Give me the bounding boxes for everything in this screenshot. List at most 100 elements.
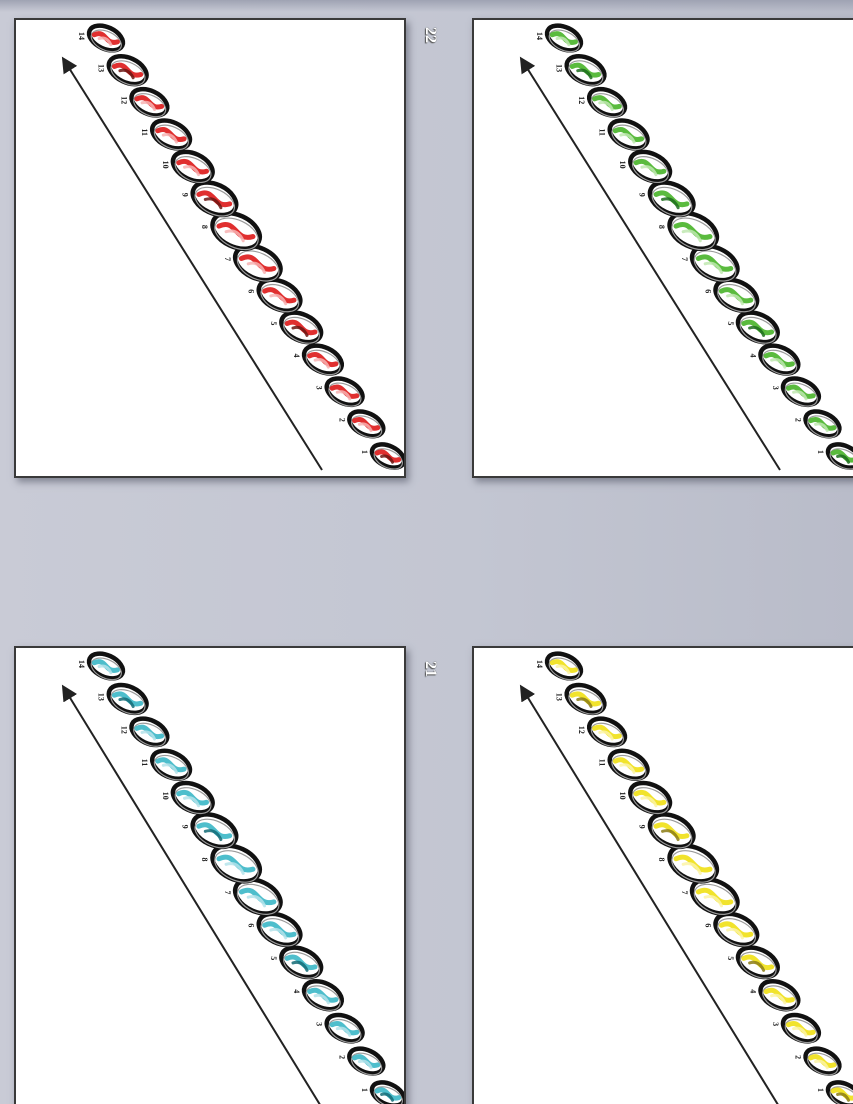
tick-label-3: 3 (771, 386, 780, 390)
tick-label-7: 7 (223, 257, 232, 261)
tick-label-9: 9 (638, 825, 647, 829)
tick-label-12: 12 (119, 726, 128, 734)
tick-label-5: 5 (726, 321, 735, 325)
tick-label-14: 14 (77, 32, 86, 40)
ring-11 (605, 115, 652, 155)
ring-3 (778, 1010, 823, 1048)
tick-label-1: 1 (816, 450, 825, 454)
ring-1 (368, 1078, 406, 1104)
ring-4 (299, 340, 346, 380)
tick-label-13: 13 (97, 64, 106, 72)
tick-label-7: 7 (223, 890, 232, 894)
tick-label-14: 14 (535, 32, 544, 40)
slide-yellow-figure: 1234567891011121314 (474, 648, 853, 1104)
ring-2 (345, 406, 387, 442)
tick-label-5: 5 (269, 956, 278, 960)
tick-label-2: 2 (337, 1055, 346, 1059)
ring-5 (276, 307, 325, 349)
tick-label-5: 5 (726, 956, 735, 960)
ring-3 (322, 373, 367, 411)
ring-14 (85, 649, 127, 685)
tick-label-10: 10 (618, 792, 627, 800)
tick-label-6: 6 (703, 923, 712, 927)
tick-label-9: 9 (180, 193, 189, 197)
slide-number-21: 21 (421, 661, 439, 677)
ring-11 (147, 115, 194, 155)
tick-label-12: 12 (577, 96, 586, 104)
tick-label-6: 6 (247, 923, 256, 927)
ring-3 (778, 373, 823, 411)
ring-14 (85, 21, 127, 57)
tick-label-13: 13 (555, 693, 564, 701)
ring-12 (585, 713, 630, 751)
ring-2 (345, 1044, 387, 1080)
tick-label-6: 6 (703, 289, 712, 293)
ring-13 (104, 679, 151, 719)
ring-2 (801, 1044, 843, 1080)
tick-label-2: 2 (793, 418, 802, 422)
axis-arrow (522, 60, 780, 470)
tick-label-10: 10 (161, 792, 170, 800)
ring-4 (299, 976, 346, 1016)
top-shadow (0, 0, 853, 12)
tick-label-8: 8 (200, 858, 209, 862)
ring-13 (562, 679, 609, 719)
tick-label-7: 7 (680, 257, 689, 261)
tick-label-3: 3 (315, 386, 324, 390)
tick-label-1: 1 (816, 1088, 825, 1092)
tick-label-4: 4 (292, 989, 301, 993)
ring-11 (147, 745, 194, 785)
ring-12 (127, 713, 172, 751)
tick-label-4: 4 (748, 354, 757, 358)
tick-label-11: 11 (140, 759, 149, 767)
tick-label-8: 8 (657, 858, 666, 862)
axis-arrow (522, 688, 780, 1104)
tick-label-6: 6 (247, 289, 256, 293)
ring-5 (733, 307, 782, 349)
tick-label-2: 2 (793, 1055, 802, 1059)
tick-label-11: 11 (598, 128, 607, 136)
ring-5 (276, 942, 325, 984)
ring-12 (585, 84, 630, 122)
tick-label-10: 10 (161, 161, 170, 169)
tick-label-14: 14 (535, 660, 544, 668)
tick-label-8: 8 (200, 225, 209, 229)
tick-label-9: 9 (638, 193, 647, 197)
ring-11 (605, 745, 652, 785)
tick-label-4: 4 (748, 989, 757, 993)
tick-label-8: 8 (657, 225, 666, 229)
tick-label-12: 12 (119, 96, 128, 104)
ring-13 (104, 51, 151, 91)
axis-arrow (64, 60, 322, 470)
ring-14 (543, 21, 585, 57)
axis-arrow (64, 688, 322, 1104)
tick-label-4: 4 (292, 354, 301, 358)
ring-13 (562, 51, 609, 91)
tick-label-14: 14 (77, 660, 86, 668)
tick-label-1: 1 (360, 1088, 369, 1092)
ring-2 (801, 406, 843, 442)
tick-label-2: 2 (337, 418, 346, 422)
tick-label-10: 10 (618, 161, 627, 169)
tick-label-1: 1 (360, 450, 369, 454)
ring-5 (733, 942, 782, 984)
ring-12 (127, 84, 172, 122)
tick-label-13: 13 (555, 64, 564, 72)
tick-label-3: 3 (771, 1022, 780, 1026)
tick-label-12: 12 (577, 726, 586, 734)
ring-14 (543, 649, 585, 685)
ring-4 (756, 340, 803, 380)
tick-label-3: 3 (315, 1022, 324, 1026)
tick-label-11: 11 (140, 128, 149, 136)
ring-1 (824, 1078, 853, 1104)
ring-4 (756, 976, 803, 1016)
tick-label-13: 13 (97, 693, 106, 701)
